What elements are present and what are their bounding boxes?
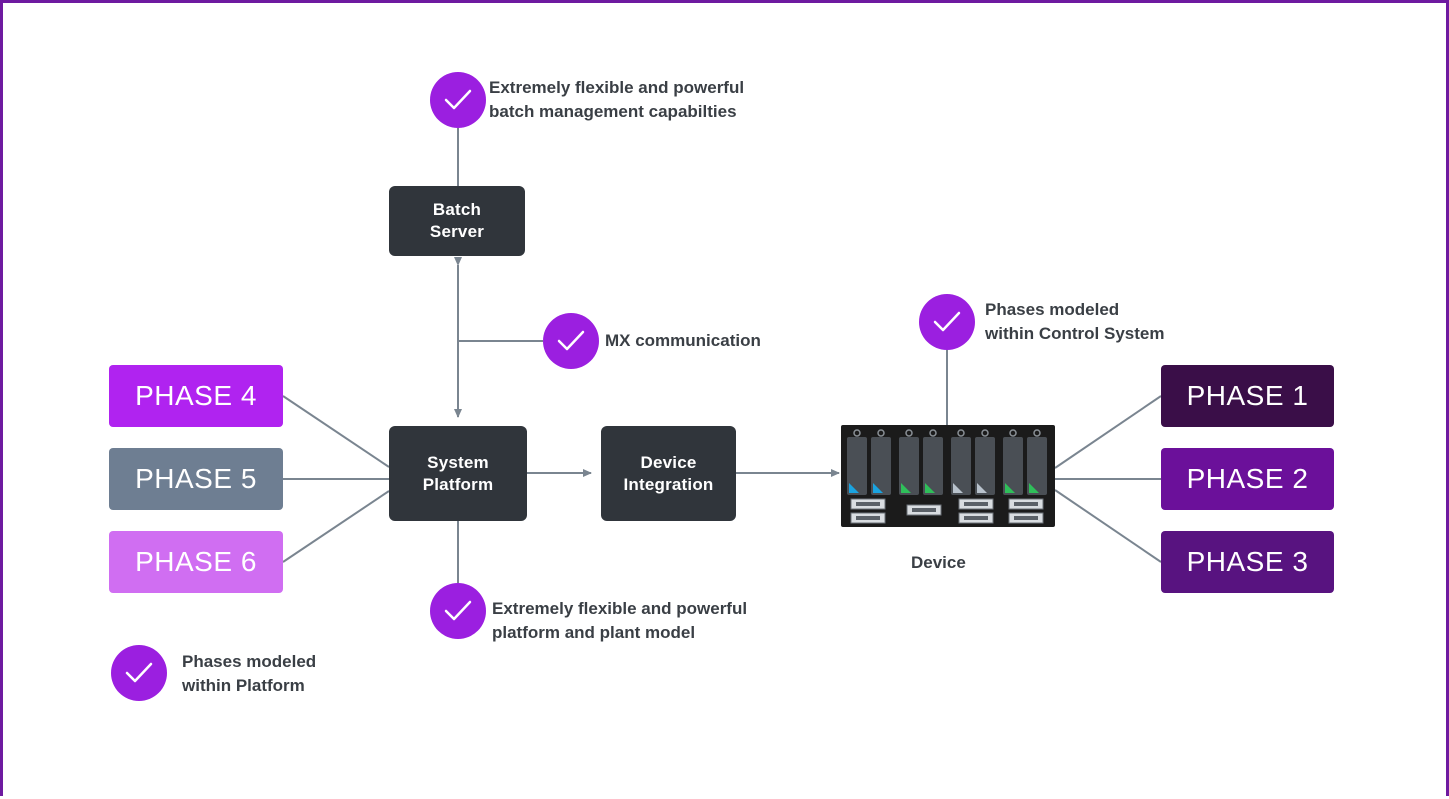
phase-4-box: PHASE 4	[109, 365, 283, 427]
batch-management-note: Extremely flexible and powerful batch ma…	[489, 78, 745, 121]
rack-card-slot	[847, 437, 867, 495]
rack-card-slot	[923, 437, 943, 495]
rack-card-slot	[975, 437, 995, 495]
rack-card-indicator	[1005, 483, 1015, 493]
rack-card-hook	[1009, 429, 1017, 437]
rack-card-indicator	[977, 483, 987, 493]
rack-drive-grille	[856, 516, 880, 520]
rack-card-slot	[871, 437, 891, 495]
rack-card-indicator	[925, 483, 935, 493]
device-label: Device	[911, 553, 966, 572]
rack-drive-grille	[912, 508, 936, 512]
rack-drive-grille	[964, 502, 988, 506]
rack-card-hook	[981, 429, 989, 437]
checkmark-icon	[430, 72, 486, 128]
checkmark-icon	[430, 583, 486, 639]
phase-1-box: PHASE 1	[1161, 365, 1334, 427]
rack-drive-grille	[1014, 516, 1038, 520]
system-platform-node: System Platform	[389, 426, 527, 521]
checkmark-icon	[543, 313, 599, 369]
checkmark-icon	[111, 645, 167, 701]
platform-model-note: Extremely flexible and powerful platform…	[492, 599, 748, 642]
connector-lines	[282, 128, 1162, 583]
rack-card-indicator	[873, 483, 883, 493]
phase-5-box: PHASE 5	[109, 448, 283, 510]
rack-card-slot	[899, 437, 919, 495]
rack-drive-grille	[856, 502, 880, 506]
rack-card-indicator	[901, 483, 911, 493]
server-rack-icon	[841, 425, 1055, 527]
rack-card-indicator	[1029, 483, 1039, 493]
control-system-note: Phases modeled within Control System	[985, 300, 1165, 343]
connector-phase6	[282, 490, 390, 563]
rack-card-indicator	[849, 483, 859, 493]
rack-card-slot	[1003, 437, 1023, 495]
connector-phase4	[282, 395, 390, 468]
checkmark-icon	[919, 294, 975, 350]
rack-card-hook	[853, 429, 861, 437]
rack-card-hook	[957, 429, 965, 437]
connector-phase3	[1054, 489, 1162, 563]
rack-card-slot	[1027, 437, 1047, 495]
rack-card-hook	[877, 429, 885, 437]
mx-communication-note: MX communication	[605, 331, 761, 350]
rack-card-hook	[929, 429, 937, 437]
phase-2-box: PHASE 2	[1161, 448, 1334, 510]
batch-server-node: Batch Server	[389, 186, 525, 256]
platform-phases-note: Phases modeled within Platform	[182, 652, 317, 695]
rack-drive-grille	[1014, 502, 1038, 506]
phase-6-box: PHASE 6	[109, 531, 283, 593]
rack-card-hook	[905, 429, 913, 437]
rack-card-slot	[951, 437, 971, 495]
phase-3-box: PHASE 3	[1161, 531, 1334, 593]
device-integration-node: Device Integration	[601, 426, 736, 521]
connector-phase1	[1054, 395, 1162, 469]
rack-card-hook	[1033, 429, 1041, 437]
rack-drive-grille	[964, 516, 988, 520]
rack-card-indicator	[953, 483, 963, 493]
